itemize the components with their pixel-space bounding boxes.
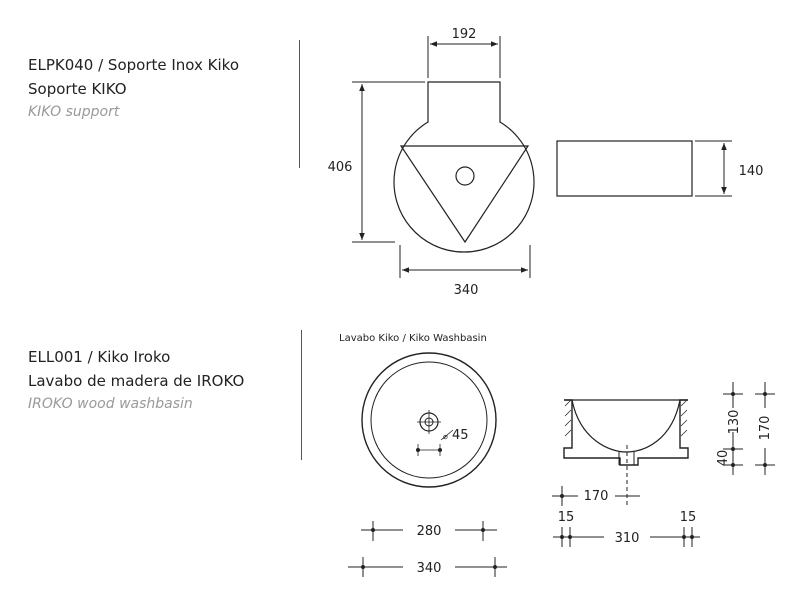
- basin-dim-dot: [438, 448, 442, 452]
- dim-label-support-depth: 140: [739, 164, 764, 179]
- dim-dot: [763, 392, 767, 396]
- support-outline: [393, 81, 535, 253]
- basin-section-bowl: [571, 399, 681, 453]
- dim-label-basin-height-total: 170: [758, 416, 773, 441]
- support-name-es: Soporte KIKO: [28, 80, 127, 98]
- dim-label-support-top-width: 192: [452, 27, 477, 42]
- basin-code-line: ELL001 / Kiko Iroko: [28, 348, 171, 366]
- dim-label-basin-base-width: 310: [615, 531, 640, 546]
- dim-label-support-width: 340: [454, 283, 479, 298]
- dim-label-basin-outer-diameter: 340: [417, 561, 442, 576]
- basin-name-es: Lavabo de madera de IROKO: [28, 372, 245, 390]
- basin-section-view: [563, 399, 689, 466]
- dim-label-basin-rim-right: 15: [680, 510, 697, 525]
- support-triangle-frame: [399, 145, 530, 244]
- support-name-en: KIKO support: [28, 104, 120, 120]
- basin-outer-rim: [361, 352, 497, 488]
- dim-label-basin-rim-left: 15: [558, 510, 575, 525]
- support-divider: [299, 40, 300, 168]
- dim-dot: [682, 535, 686, 539]
- dim-dot: [731, 447, 735, 451]
- dim-label-basin-base-height: 40: [716, 450, 731, 467]
- dim-dot: [731, 392, 735, 396]
- diameter-symbol: ⌀: [443, 432, 448, 441]
- dim-label-basin-hole: 45: [452, 428, 469, 443]
- dim-dot: [560, 535, 564, 539]
- basin-title-block: ELL001 / Kiko Iroko Lavabo de madera de …: [28, 345, 244, 415]
- support-waste-hole: [455, 166, 475, 186]
- basin-section-hatch: [564, 399, 688, 437]
- dim-dot: [481, 528, 485, 532]
- dim-support-top-width: [427, 36, 501, 78]
- dim-support-width: [399, 245, 531, 278]
- support-title-block: ELPK040 / Soporte Inox Kiko Soporte KIKO…: [28, 53, 239, 123]
- dim-label-basin-depth-inner: 130: [727, 410, 742, 435]
- dim-label-basin-inner-diameter: 280: [417, 524, 442, 539]
- dim-support-depth: [695, 140, 732, 197]
- basin-top-view: [361, 352, 497, 488]
- dim-basin-outer-diameter: [348, 557, 507, 577]
- basin-caption: Lavabo Kiko / Kiko Washbasin: [339, 333, 487, 344]
- dim-dot: [371, 528, 375, 532]
- dim-dot: [361, 565, 365, 569]
- dim-dot: [690, 535, 694, 539]
- dim-dot: [493, 565, 497, 569]
- support-code-line: ELPK040 / Soporte Inox Kiko: [28, 56, 240, 74]
- dim-label-basin-half-width: 170: [584, 489, 609, 504]
- basin-name-en: IROKO wood washbasin: [28, 396, 193, 412]
- basin-dim-dot: [416, 448, 420, 452]
- basin-inner-bowl: [370, 361, 488, 479]
- support-side-view: [556, 140, 693, 197]
- dim-dot: [763, 463, 767, 467]
- dim-dot: [568, 535, 572, 539]
- basin-section-outline: [563, 399, 689, 466]
- dim-dot: [731, 463, 735, 467]
- dim-label-support-height: 406: [328, 160, 353, 175]
- support-front-view: [393, 81, 535, 253]
- dim-support-height: [352, 81, 425, 243]
- dim-dot: [560, 494, 564, 498]
- basin-divider: [301, 330, 302, 460]
